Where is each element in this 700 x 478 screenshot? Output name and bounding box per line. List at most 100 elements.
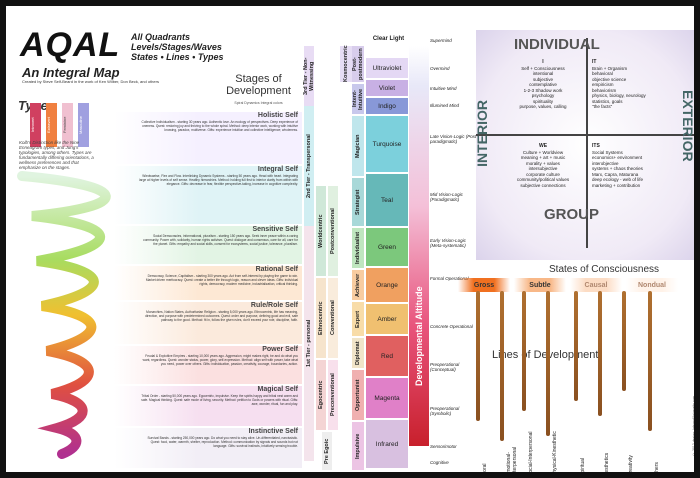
label-diplomat: Diplomat — [352, 338, 364, 368]
color-band: Ultraviolet — [366, 58, 408, 78]
tier-first: 1st Tier - personal — [304, 226, 314, 461]
quadrant-line: statistics, goals — [592, 98, 623, 104]
quadrant-line: Marx, Capra, Maturana — [592, 171, 639, 177]
tier-second: 2nd Tier - Transpersonal — [304, 106, 314, 226]
states-title: States of Consciousness — [549, 264, 660, 275]
state-causal: Causal — [570, 278, 622, 292]
stage-description: Social Democracies, informational, plura… — [143, 234, 298, 246]
quadrant-line: psychology — [531, 93, 555, 98]
stage-description: Wiedwaelse, Flex and Flow. Interlinking … — [139, 174, 298, 186]
stage-name: Instinctive Self — [248, 428, 298, 435]
stage-name: Rational Self — [255, 266, 298, 273]
color-band: Infrared — [366, 420, 408, 468]
orientation-preconventional: Preconventional — [328, 360, 338, 430]
quadrant-line: spirituality — [532, 98, 553, 104]
map-subtitle: An Integral Map — [22, 65, 120, 80]
tagline-states-lines-types: States • Lines • Types — [131, 52, 224, 62]
quadrant-line: "the facts" — [592, 104, 613, 109]
quadrant-line: purpose, values, calling — [519, 104, 567, 109]
quadrant-line: meaning + art + music — [520, 155, 566, 160]
quadrant-exterior: EXTERIOR — [680, 90, 696, 162]
label-expert: Expert — [352, 302, 364, 336]
stage-description: Tribal Order - starting 50,000 years ago… — [141, 394, 298, 406]
stages-title: Stages of Development — [226, 73, 291, 97]
tier-third: 3rd Tier - Non-Witnessing — [303, 46, 315, 106]
altitude-label: Developmental Altitude — [414, 286, 424, 386]
quadrant-line: marketing + contribution — [592, 182, 641, 188]
orientation-conventional: Conventional — [328, 278, 338, 358]
map-title: AQAL — [20, 26, 121, 64]
quadrant-line: community/political values — [516, 177, 570, 182]
stage-description: Survival Bands - starting 250,000 years … — [147, 436, 298, 448]
quadrant-line: 1-2-3 Shadow work — [523, 87, 563, 93]
orientation-pre-egoic: Pre Egoic — [322, 432, 332, 470]
label-intent-intuitive: Intent-Intuitive — [352, 84, 364, 114]
tagline-quadrants: All Quadrants — [131, 32, 191, 42]
cognitive-level-label: Concrete Operational — [430, 324, 473, 329]
cognitive-level-label: Late Vision-Logic (Post-paradigmatic) — [430, 134, 478, 144]
state-nondual: Nondual — [626, 278, 678, 292]
color-band: Magenta — [366, 378, 408, 418]
color-band: Violet — [366, 80, 408, 96]
quadrant-vertical-axis — [586, 38, 588, 248]
map-credit: Created by Steve Self-Beard in the work … — [22, 79, 159, 84]
quadrant-line: Culture + Worldview — [522, 149, 564, 155]
color-band: Indigo — [366, 98, 408, 114]
quadrant-line: subjective — [532, 76, 553, 82]
development-line-label: Emotional-Interpersonal — [506, 446, 518, 476]
tagline-levels: Levels/Stages/Waves — [131, 42, 222, 52]
stage-description: Democracy, Science, Capitalism - startin… — [145, 274, 298, 286]
cognitive-level-label: Cognitive — [430, 460, 449, 465]
quadrant-line: empiricism — [592, 82, 614, 87]
quadrant-line: behavioral — [592, 71, 613, 76]
development-line-label: Moral — [482, 463, 488, 476]
quadrant-line: contemplative — [529, 82, 557, 87]
stage-name: Integral Self — [257, 166, 298, 173]
spiral-illustration — [17, 171, 111, 459]
quadrant-line: subjective connections — [520, 182, 566, 188]
quadrant-line: physics, biology, neurology — [592, 93, 646, 98]
orientation-worldcentric: Worldcentric — [316, 186, 326, 276]
development-line-label: Aesthetics — [604, 452, 610, 476]
cognitive-level-label: Intuitive Mind — [430, 86, 457, 91]
quadrant-line: morality + values — [526, 160, 560, 166]
development-line-bar — [574, 291, 578, 401]
quadrant-line: behaviorism — [592, 87, 617, 93]
quadrant-group: GROUP — [544, 206, 600, 223]
color-band: Red — [366, 336, 408, 376]
cognitive-level-label: Sensorimotor — [430, 444, 457, 449]
orientation-ethnocentric: Ethnocentric — [316, 278, 326, 358]
stages-subtitle: Spiral Dynamics Integral colors — [234, 101, 283, 105]
cognitive-level-label: Overmind — [430, 66, 450, 71]
version: ver 1.2 — [696, 446, 700, 457]
color-band: Teal — [366, 174, 408, 226]
orientation-egocentric: Egocentric — [316, 360, 326, 430]
quadrant-tag: WE — [538, 143, 548, 149]
lines-title: Lines of Development — [492, 349, 599, 361]
quadrant-line: systems + chaos theories — [592, 166, 643, 171]
quadrant-tag: IT — [592, 59, 597, 65]
label-magician: Magician — [352, 116, 364, 176]
orientation-postconventional: Postconventional — [328, 186, 338, 276]
quadrant-line: deep ecology - web of life — [592, 177, 644, 182]
quadrant-line: intentional — [532, 71, 554, 76]
label-impulsive: Impulsive — [352, 422, 364, 470]
cognitive-level-label: Preoperational (Conceptual) — [430, 362, 460, 372]
label-opportunist: Opportunist — [352, 370, 364, 420]
cognitive-level-label: Preoperational (Symbolic) — [430, 406, 460, 416]
cognitive-level-label: Formal Operational — [430, 276, 469, 281]
quadrant-horizontal-axis — [476, 134, 694, 136]
stage-name: Rule/Role Self — [250, 302, 298, 309]
label-post-postmodern: Post-postmodern — [352, 46, 364, 82]
stage-description: Feudal & Exploitive Empires - starting 1… — [142, 354, 298, 366]
